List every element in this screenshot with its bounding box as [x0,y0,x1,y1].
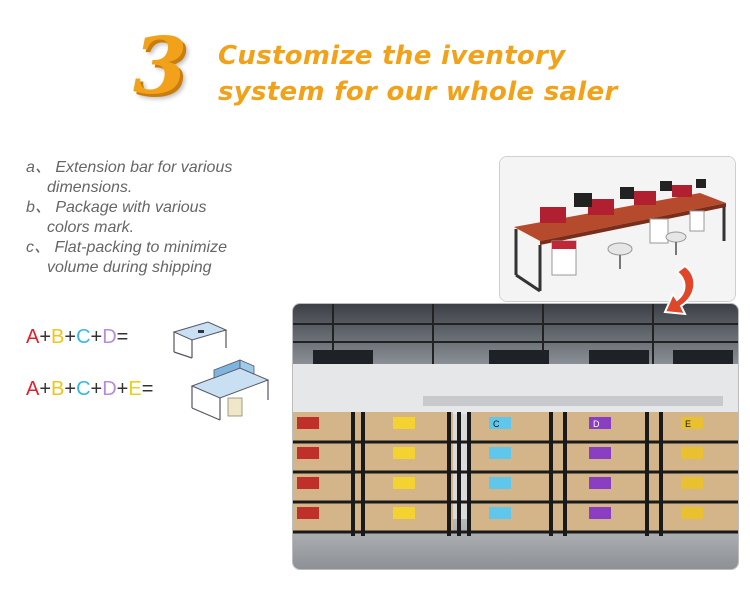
feature-text-cont: volume during shipping [47,259,212,276]
feature-item-a: a、 Extension bar for various dimensions. [26,158,296,198]
formula-double-desk: A+B+C+D+E= [26,378,153,401]
feature-text: Flat-packing to minimize [54,239,227,256]
feature-item-c: c、 Flat-packing to minimize volume durin… [26,238,296,278]
page-title: Customize the iventory system for our wh… [218,38,638,110]
feature-prefix: b、 [26,199,51,216]
office-workstation-photo [499,156,736,302]
feature-prefix: a、 [26,159,51,176]
plus-sign: + [39,378,52,400]
term-d: D [102,326,117,348]
title-line-2: system for our whole saler [218,77,618,107]
term-d: D [102,378,117,400]
term-c: C [76,326,91,348]
term-a: A [26,378,40,400]
plus-sign: + [90,326,103,348]
feature-text-cont: colors mark. [47,219,135,236]
feature-prefix: c、 [26,239,51,256]
equals-sign: = [141,378,154,400]
plus-sign: + [39,326,52,348]
term-b: B [51,326,65,348]
plus-sign: + [64,326,77,348]
term-c: C [76,378,91,400]
curved-arrow-icon [663,264,696,316]
feature-item-b: b、 Package with various colors mark. [26,198,296,238]
double-desk-icon [190,359,270,421]
term-a: A [26,326,40,348]
plus-sign: + [116,378,129,400]
plus-sign: + [64,378,77,400]
warehouse-illustration: C D E [293,304,738,569]
equals-sign: = [116,326,129,348]
single-desk-icon [172,321,228,359]
feature-list: a、 Extension bar for various dimensions.… [26,158,296,278]
step-number: 3 [133,21,188,112]
column-letter-d: D [593,419,600,429]
term-b: B [51,378,65,400]
column-letter-e: E [685,419,691,429]
plus-sign: + [90,378,103,400]
title-line-1: Customize the iventory [218,41,566,71]
term-e: E [128,378,142,400]
formula-single-desk: A+B+C+D= [26,326,128,349]
feature-text: Package with various [55,199,207,216]
warehouse-shelving-photo: C D E [292,303,739,570]
workstation-illustration [500,157,735,301]
column-letter-c: C [493,419,500,429]
feature-text-cont: dimensions. [47,179,133,196]
feature-text: Extension bar for various [55,159,233,176]
